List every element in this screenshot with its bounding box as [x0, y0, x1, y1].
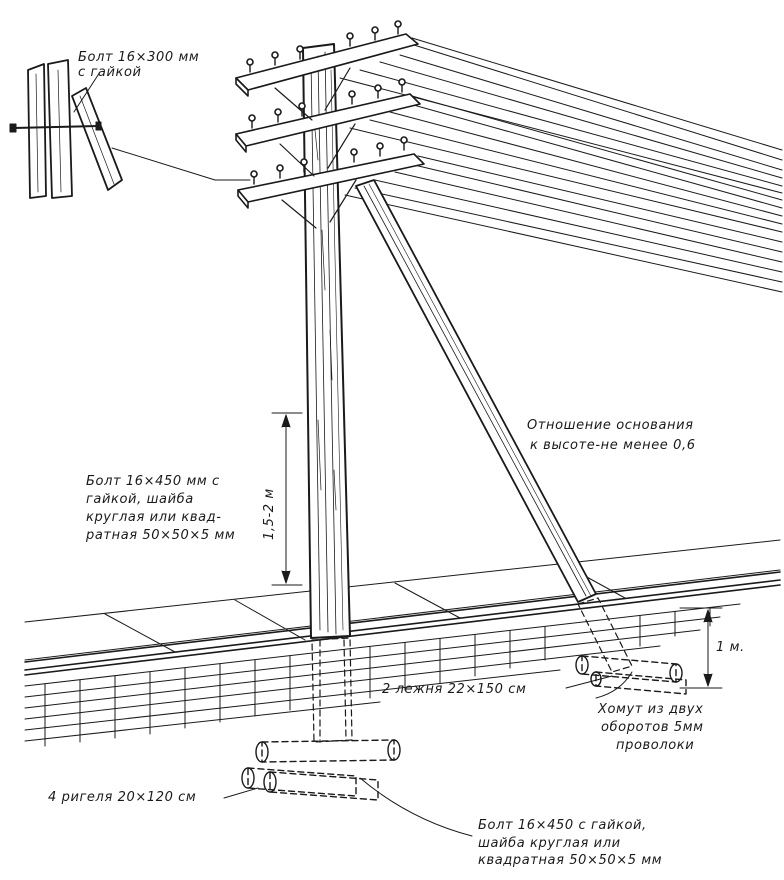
label-bolt-mid-line3: круглая или квад-	[86, 510, 222, 525]
label-clamp-line3: проволоки	[616, 738, 695, 753]
label-ratio-line2: к высоте-не менее 0,6	[530, 438, 696, 453]
label-bolt-bottom-line1: Болт 16×450 с гайкой,	[478, 818, 647, 833]
rail	[25, 572, 780, 675]
sleepers-logs	[576, 656, 686, 694]
underground-pole-base	[312, 638, 352, 742]
label-depth: 1 м.	[716, 640, 745, 655]
brace-underground	[578, 598, 632, 672]
label-sleepers: 2 лежня 22×150 см	[382, 682, 527, 697]
label-crossbars: 4 ригеля 20×120 см	[48, 790, 197, 805]
ballast-hatching	[25, 604, 740, 741]
crossarm-top	[236, 21, 418, 96]
label-bolt-mid-line4: ратная 50×50×5 мм	[86, 528, 236, 543]
bolt-detail-inset	[10, 60, 122, 198]
label-bolt-top-line1: Болт 16×300 мм	[78, 50, 200, 65]
telegraph-pole	[303, 44, 350, 638]
label-height-range: 1,5-2 м	[262, 488, 277, 540]
label-bolt-mid-line2: гайкой, шайба	[86, 492, 194, 507]
height-dimension	[272, 413, 302, 585]
label-bolt-mid-line1: Болт 16×450 мм с	[86, 474, 220, 489]
crossarm-bottom	[238, 137, 424, 208]
ground-plane	[25, 540, 780, 660]
label-ratio-line1: Отношение основания	[527, 418, 694, 433]
overhead-wires	[340, 38, 782, 292]
label-clamp-line1: Хомут из двух	[598, 702, 704, 717]
ballast-ties	[45, 608, 710, 746]
crossarm-braces	[275, 68, 356, 228]
crossbeams-riegels	[242, 740, 400, 800]
label-bolt-bottom-line2: шайба круглая или	[478, 836, 621, 851]
crossarms	[236, 21, 424, 228]
depth-dimension	[680, 608, 722, 688]
inset-leader-line	[112, 148, 215, 180]
leader-lines	[224, 672, 632, 836]
label-clamp-line2: оборотов 5мм	[601, 720, 704, 735]
label-bolt-top-line2: с гайкой	[78, 65, 142, 80]
label-bolt-bottom-line3: квадратная 50×50×5 мм	[478, 853, 663, 868]
pole-brace	[356, 180, 596, 602]
